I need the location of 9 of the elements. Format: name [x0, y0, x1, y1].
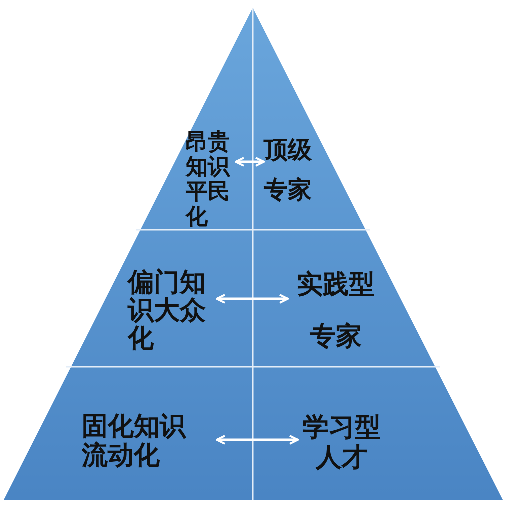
double-arrow: [235, 157, 265, 167]
double-arrow: [216, 435, 299, 445]
pyramid-label: 固化知识流动化: [82, 413, 188, 471]
pyramid-label: 昂贵知识平民化: [186, 130, 232, 230]
pyramid-label: 顶级专家: [264, 135, 313, 206]
pyramid-label: 学习型人才: [302, 413, 382, 473]
double-arrow: [216, 294, 289, 304]
pyramid-label: 偏门知识大众化: [128, 269, 207, 353]
pyramid-label: 实践型专家: [296, 269, 376, 354]
